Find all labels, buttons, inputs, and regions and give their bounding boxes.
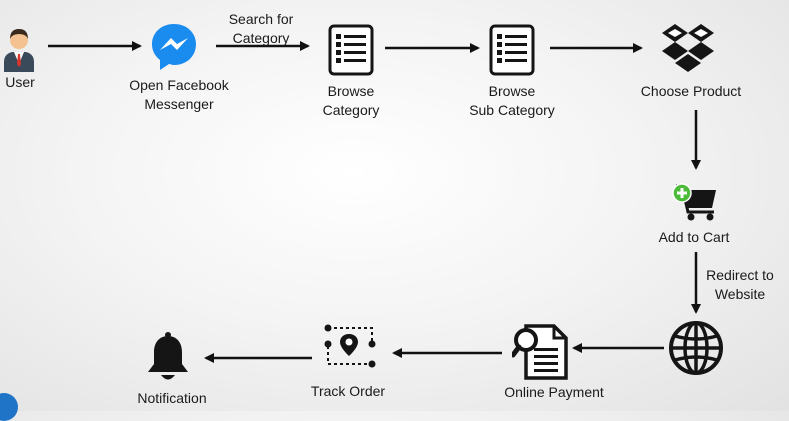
redirect-edge-label: Redirect to Website bbox=[698, 266, 782, 304]
browse-subcategory-label: Browse Sub Category bbox=[452, 82, 572, 120]
notification-label: Notification bbox=[137, 390, 207, 406]
browse-category-line1: Browse bbox=[327, 83, 375, 99]
search-category-line2: Category bbox=[232, 30, 290, 46]
bell-icon bbox=[148, 332, 188, 380]
search-category-edge-label: Search for Category bbox=[216, 10, 306, 48]
invoice-search-icon bbox=[512, 324, 568, 380]
browse-category-label: Browse Category bbox=[301, 82, 401, 120]
browse-subcategory-line2: Sub Category bbox=[469, 102, 555, 118]
messenger-label-line1: Open Facebook bbox=[129, 77, 229, 93]
list-icon bbox=[489, 24, 535, 76]
flow-diagram: User Open Facebook Messenger Search for … bbox=[0, 10, 782, 421]
list-icon bbox=[328, 24, 374, 76]
track-order-label: Track Order bbox=[310, 383, 386, 399]
browse-category-line2: Category bbox=[322, 102, 380, 118]
redirect-line1: Redirect to bbox=[706, 267, 774, 283]
flow-arrows bbox=[48, 41, 701, 363]
browse-subcategory-line1: Browse bbox=[488, 83, 536, 99]
globe-icon bbox=[669, 321, 723, 375]
messenger-icon bbox=[152, 24, 196, 70]
route-pin-icon bbox=[324, 324, 376, 368]
cart-add-icon bbox=[672, 183, 716, 221]
messenger-label: Open Facebook Messenger bbox=[119, 76, 239, 114]
user-label: User bbox=[5, 74, 35, 90]
choose-product-label: Choose Product bbox=[640, 83, 742, 99]
dropbox-box-icon bbox=[662, 24, 714, 72]
search-category-line1: Search for bbox=[228, 11, 294, 27]
online-payment-label: Online Payment bbox=[504, 384, 604, 400]
user-icon bbox=[4, 29, 34, 72]
messenger-label-line2: Messenger bbox=[144, 96, 214, 112]
add-to-cart-label: Add to Cart bbox=[658, 229, 730, 245]
redirect-line2: Website bbox=[714, 286, 766, 302]
